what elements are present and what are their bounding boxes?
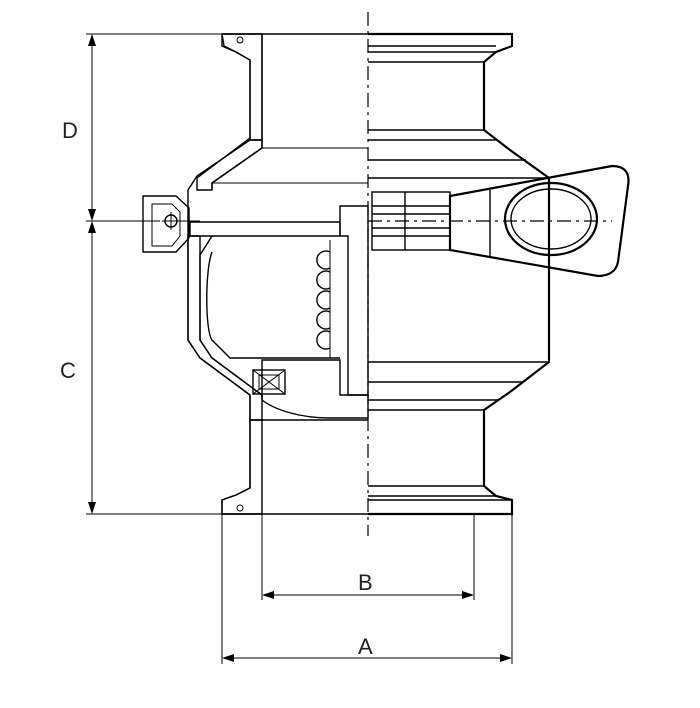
dimension-label-a: A	[358, 634, 373, 659]
lever-slot	[503, 181, 599, 257]
side-plug-housing	[142, 195, 190, 253]
right-half-exterior	[368, 32, 630, 516]
dimension-label-d: D	[62, 118, 78, 143]
bottom-left-flange-section	[221, 419, 263, 515]
dimension-lines	[86, 33, 513, 664]
dimension-label-c: C	[60, 358, 76, 383]
dimension-label-b: B	[358, 570, 373, 595]
left-half-section	[142, 33, 369, 515]
lower-left-body-section	[187, 235, 263, 421]
top-flange-notch	[236, 36, 244, 44]
lever-handle	[448, 164, 630, 278]
spring-coils	[316, 240, 331, 358]
o-ring-seal	[252, 369, 286, 395]
valve-seat-section	[261, 359, 369, 419]
stem-bushing	[371, 191, 451, 251]
top-left-flange-section	[221, 33, 263, 141]
valve-disc-plate	[189, 221, 341, 237]
stem-guide-section	[339, 205, 369, 396]
upper-left-body-section	[196, 136, 263, 191]
bottom-flange-notch	[236, 504, 244, 512]
